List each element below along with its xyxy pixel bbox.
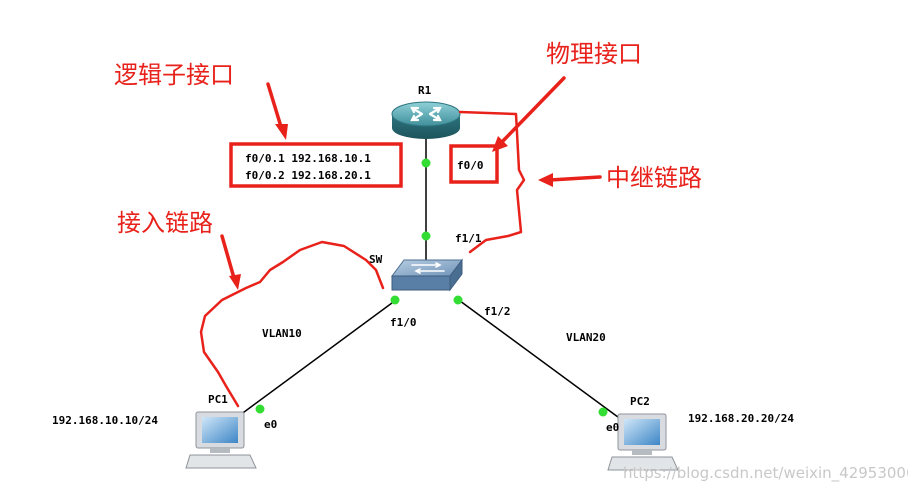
arrow-access-link bbox=[220, 234, 236, 280]
pc1[interactable]: PC1 192.168.10.10/24 bbox=[52, 393, 257, 469]
arrowhead-logical-subif bbox=[275, 124, 288, 140]
port-pc2-e0: e0 bbox=[606, 421, 619, 434]
dot-sw-f1-2 bbox=[453, 295, 463, 305]
dot-pc1-e0 bbox=[255, 404, 265, 414]
annotation-text: 逻辑子接口 物理接口 中继链路 接入链路 bbox=[114, 40, 702, 237]
interface-dots bbox=[255, 158, 608, 417]
dot-r1-f0-0 bbox=[421, 158, 431, 168]
trunk-bracket bbox=[458, 110, 526, 254]
pc1-label: PC1 bbox=[208, 393, 228, 406]
logical-subif-annotation: 逻辑子接口 bbox=[114, 61, 234, 89]
vlan20-label: VLAN20 bbox=[566, 331, 606, 344]
watermark: https://blog.csdn.net/weixin_42953006 bbox=[623, 464, 908, 483]
switch-icon bbox=[391, 258, 463, 292]
pc2[interactable]: PC2 192.168.20.20/24 bbox=[607, 395, 794, 471]
port-f1-2: f1/2 bbox=[484, 305, 511, 318]
port-f1-1: f1/1 bbox=[455, 232, 482, 245]
dot-sw-f1-1 bbox=[421, 231, 431, 241]
switch-sw[interactable]: SW bbox=[369, 253, 463, 292]
port-pc1-e0: e0 bbox=[264, 418, 277, 431]
physical-port-label: f0/0 bbox=[457, 159, 484, 172]
subif-line-1: f0/0.1 192.168.10.1 bbox=[245, 152, 371, 165]
access-link-squiggle bbox=[199, 240, 385, 408]
port-f1-0: f1/0 bbox=[390, 316, 417, 329]
arrowhead-physical-port bbox=[492, 136, 508, 152]
vlan10-label: VLAN10 bbox=[262, 327, 302, 340]
pc2-label: PC2 bbox=[630, 395, 650, 408]
router-r1[interactable]: R1 bbox=[391, 84, 461, 139]
arrow-physical-port bbox=[498, 76, 566, 146]
dot-sw-f1-0 bbox=[390, 295, 400, 305]
arrowhead-access-link bbox=[229, 274, 241, 290]
physical-port-box: f0/0 bbox=[449, 144, 499, 184]
physical-port-annotation: 物理接口 bbox=[546, 40, 642, 68]
trunk-link-annotation: 中继链路 bbox=[606, 164, 702, 192]
pc1-ip: 192.168.10.10/24 bbox=[52, 414, 158, 427]
subinterface-box: f0/0.1 192.168.10.1 f0/0.2 192.168.20.1 bbox=[229, 142, 403, 188]
arrowhead-trunk-link bbox=[538, 173, 553, 187]
arrow-logical-subif bbox=[266, 82, 284, 132]
access-link-annotation: 接入链路 bbox=[117, 209, 213, 237]
router-icon bbox=[391, 101, 461, 139]
arrow-trunk-link bbox=[548, 175, 602, 182]
computer-icon bbox=[185, 411, 257, 469]
router-label: R1 bbox=[418, 84, 432, 97]
switch-label: SW bbox=[369, 253, 383, 266]
port-labels: f1/1 f1/0 f1/2 e0 e0 VLAN10 VLAN20 bbox=[262, 232, 619, 434]
dot-pc2-e0 bbox=[598, 407, 608, 417]
subif-line-2: f0/0.2 192.168.20.1 bbox=[245, 169, 371, 182]
pc2-ip: 192.168.20.20/24 bbox=[688, 412, 794, 425]
link-sw-pc1 bbox=[235, 299, 397, 419]
computer-icon bbox=[607, 413, 679, 471]
link-sw-pc2 bbox=[455, 297, 623, 421]
annotations bbox=[199, 76, 602, 408]
